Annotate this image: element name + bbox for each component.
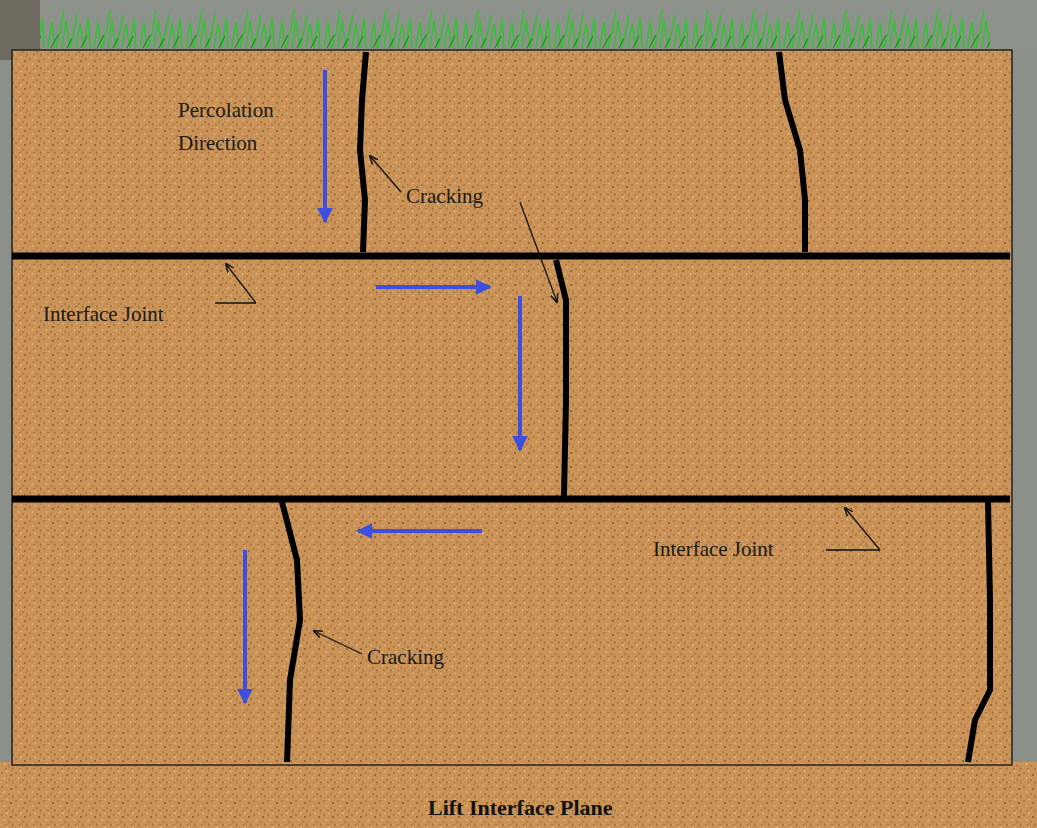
interface-joint <box>12 253 1010 260</box>
flow-arrow <box>323 70 327 222</box>
leader-line <box>215 302 256 303</box>
interface-joint <box>12 496 1010 503</box>
callout-label: Cracking <box>367 641 444 674</box>
flow-arrow <box>358 529 482 533</box>
crack <box>282 502 300 762</box>
direction-label: Percolation Direction <box>178 94 318 160</box>
leader-line <box>520 202 557 302</box>
crack <box>556 260 566 496</box>
crack <box>968 502 990 762</box>
leader-line <box>314 631 362 654</box>
grass-strip <box>40 0 990 52</box>
leader-line <box>226 264 256 303</box>
crack <box>779 52 805 252</box>
leader-line <box>845 508 880 550</box>
callout-label: Interface Joint <box>43 298 164 331</box>
leader-line <box>826 549 880 550</box>
soil-base <box>0 762 1037 828</box>
leader-line <box>370 156 401 192</box>
caption: Lift Interface Plane <box>428 795 613 821</box>
crack <box>360 52 366 252</box>
flow-arrow <box>376 285 490 289</box>
callout-label: Interface Joint <box>653 533 774 566</box>
soil-block <box>12 50 1012 765</box>
callout-label: Cracking <box>406 180 483 213</box>
flow-arrow <box>243 550 247 703</box>
flow-arrow <box>518 296 522 450</box>
